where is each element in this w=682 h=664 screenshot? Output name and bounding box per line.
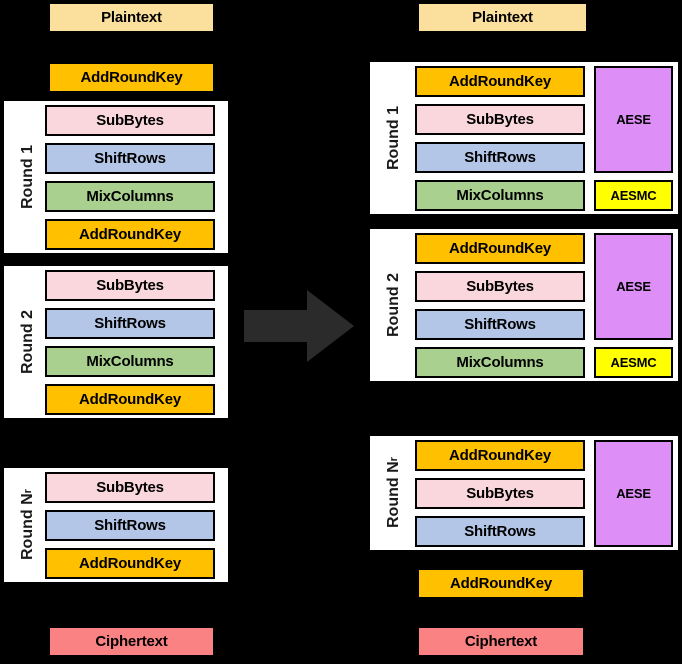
transform-arrow-icon [244, 290, 354, 362]
left-round-1-step-shiftrows: ShiftRows [45, 143, 215, 174]
right-round-1-step-addroundkey: AddRoundKey [415, 66, 585, 97]
left-plaintext-box: Plaintext [48, 2, 215, 33]
right-round-nr-step-addroundkey: AddRoundKey [415, 440, 585, 471]
right-round-1-step-mixcolumns: MixColumns [415, 180, 585, 211]
right-ciphertext-label: Ciphertext [464, 633, 538, 650]
right-plaintext-label: Plaintext [472, 9, 533, 26]
left-round-nr-step-addroundkey: AddRoundKey [45, 548, 215, 579]
left-round-nr-step-shiftrows: ShiftRows [45, 510, 215, 541]
left-initial-addroundkey-label: AddRoundKey [80, 69, 183, 86]
left-round-1-label: Round 1 [19, 145, 36, 209]
left-ciphertext-box: Ciphertext [48, 626, 215, 657]
left-round-2-step-shiftrows: ShiftRows [45, 308, 215, 339]
right-round-1-step-subbytes: SubBytes [415, 104, 585, 135]
left-round-1-step-mixcolumns: MixColumns [45, 181, 215, 212]
right-round-2-step-shiftrows: ShiftRows [415, 309, 585, 340]
left-round-2-step-addroundkey: AddRoundKey [45, 384, 215, 415]
right-round-1-step-shiftrows: ShiftRows [415, 142, 585, 173]
right-round-nr-label: Round Nr [385, 457, 402, 529]
right-round-nr-step-subbytes: SubBytes [415, 478, 585, 509]
left-round-2-step-subbytes: SubBytes [45, 270, 215, 301]
right-plaintext-box: Plaintext [417, 2, 588, 33]
left-ciphertext-label: Ciphertext [95, 633, 168, 650]
right-final-addroundkey-label: AddRoundKey [450, 575, 552, 592]
right-round-1-instruction-aesmc: AESMC [594, 180, 673, 211]
right-round-2-label: Round 2 [385, 273, 402, 337]
left-initial-addroundkey-box: AddRoundKey [48, 62, 215, 93]
left-round-nr-step-subbytes: SubBytes [45, 472, 215, 503]
right-round-2-instruction-aese: AESE [594, 233, 673, 340]
left-round-2-label: Round 2 [19, 310, 36, 374]
right-round-2-instruction-aesmc: AESMC [594, 347, 673, 378]
right-round-nr-step-shiftrows: ShiftRows [415, 516, 585, 547]
right-final-addroundkey-box: AddRoundKey [417, 568, 585, 599]
left-plaintext-label: Plaintext [101, 9, 162, 26]
right-round-2-step-subbytes: SubBytes [415, 271, 585, 302]
right-round-1-label: Round 1 [385, 106, 402, 170]
left-round-2-step-mixcolumns: MixColumns [45, 346, 215, 377]
left-round-1-step-addroundkey: AddRoundKey [45, 219, 215, 250]
right-round-nr-instruction-aese: AESE [594, 440, 673, 547]
right-round-1-instruction-aese: AESE [594, 66, 673, 173]
left-round-1-step-subbytes: SubBytes [45, 105, 215, 136]
right-round-2-step-addroundkey: AddRoundKey [415, 233, 585, 264]
left-round-nr-label: Round Nr [19, 489, 36, 561]
right-ciphertext-box: Ciphertext [417, 626, 585, 657]
right-round-2-step-mixcolumns: MixColumns [415, 347, 585, 378]
